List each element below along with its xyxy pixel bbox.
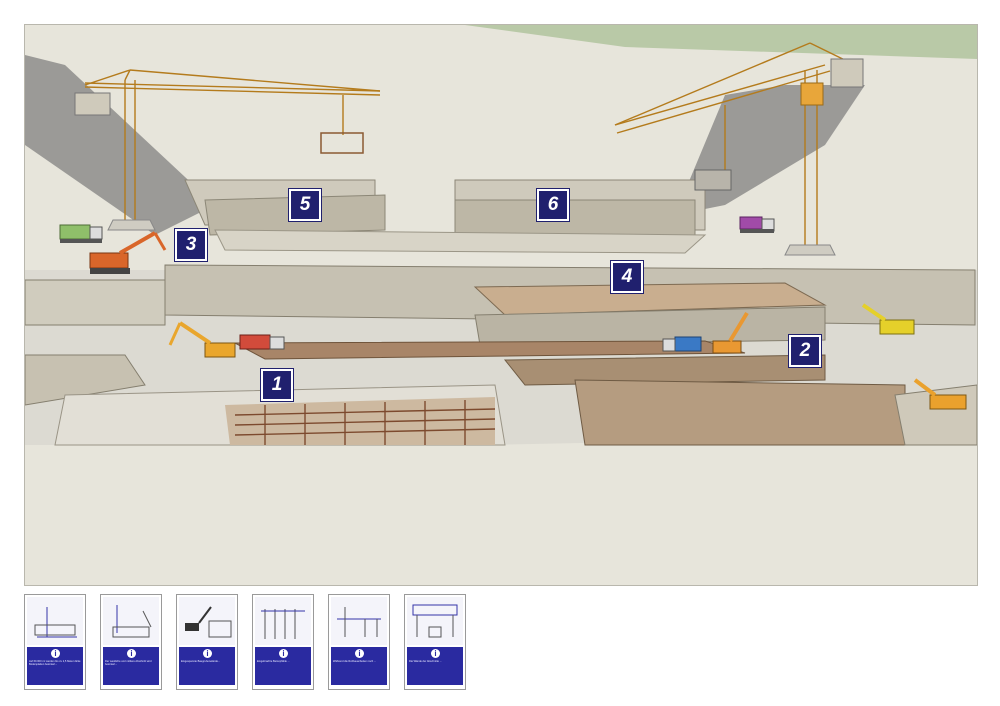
crane-right-load [694,169,732,191]
shelf-4-wall [474,306,826,346]
excavator-orange-right [913,378,967,410]
info-icon: i [51,649,60,658]
crane-right-base [784,244,836,256]
crane-left-counterweight [74,92,111,116]
right-pit-wall [894,384,977,446]
card-6-text: Die Wände der Abschnitte ... [409,660,442,663]
rebar-bundle [320,132,364,154]
excavator-orange-center [712,311,749,354]
mixer-truck-top-left [59,224,103,243]
section-label-2: 2 [789,335,821,367]
excavator-yellow-left [168,321,236,358]
brown-wall-right [503,354,826,386]
card-2-text: Der westliche und mittlere Abschnitt wir… [105,660,152,667]
info-card-3[interactable]: i Eingespannte Baugrubenwände... [176,594,238,690]
info-icon: i [431,649,440,658]
rebar-grid [234,400,496,445]
crane-left-base [107,219,156,231]
card-5-text: Während die Rohbauarbeiten noch ... [333,660,377,663]
upper-slab [214,229,707,254]
brown-wall-lower [574,379,906,446]
lower-left-wall [25,354,146,406]
grass-area [465,25,977,59]
info-card-row: i Auf 60.000 m² werden bis zu 2,5 Meter … [24,594,976,690]
card-4-text: Eingebrachte Betonpfähle ... [257,660,290,663]
section-label-1: 1 [261,369,293,401]
info-icon: i [203,649,212,658]
card-2-thumbnail [103,597,159,645]
section-label-3: 3 [175,229,207,261]
block-6-wall [454,199,696,236]
crane-right-cab [800,82,824,106]
card-3-thumbnail [179,597,235,645]
crane-right-counterweight [830,58,864,88]
construction-site-illustration: 1 2 3 4 5 6 [24,24,978,586]
left-retaining-wall [25,279,166,326]
info-card-1[interactable]: i Auf 60.000 m² werden bis zu 2,5 Meter … [24,594,86,690]
info-card-4[interactable]: i Eingebrachte Betonpfähle ... [252,594,314,690]
excavator-orange-left [89,231,167,274]
mixer-truck-purple [739,216,775,233]
mixer-truck-blue [662,336,702,352]
card-1-text: Auf 60.000 m² werden bis zu 2,5 Meter di… [29,660,81,667]
info-card-2[interactable]: i Der westliche und mittlere Abschnitt w… [100,594,162,690]
site-drawing [25,25,977,446]
info-icon: i [127,649,136,658]
section-label-6: 6 [537,189,569,221]
shadow-left [25,55,215,235]
shelf-4 [473,282,827,316]
card-4-thumbnail [255,597,311,645]
crane-left [84,69,381,225]
beam-walkway [234,340,746,360]
info-icon: i [355,649,364,658]
section-label-4: 4 [611,261,643,293]
excavator-yellow-right [861,303,915,335]
mixer-truck-red [239,334,285,350]
card-6-thumbnail [407,597,463,645]
info-card-6[interactable]: i Die Wände der Abschnitte ... [404,594,466,690]
info-card-5[interactable]: i Während die Rohbauarbeiten noch ... [328,594,390,690]
section-label-5: 5 [289,189,321,221]
card-5-thumbnail [331,597,387,645]
card-1-thumbnail [27,597,83,645]
info-icon: i [279,649,288,658]
card-3-text: Eingespannte Baugrubenwände... [181,660,221,663]
